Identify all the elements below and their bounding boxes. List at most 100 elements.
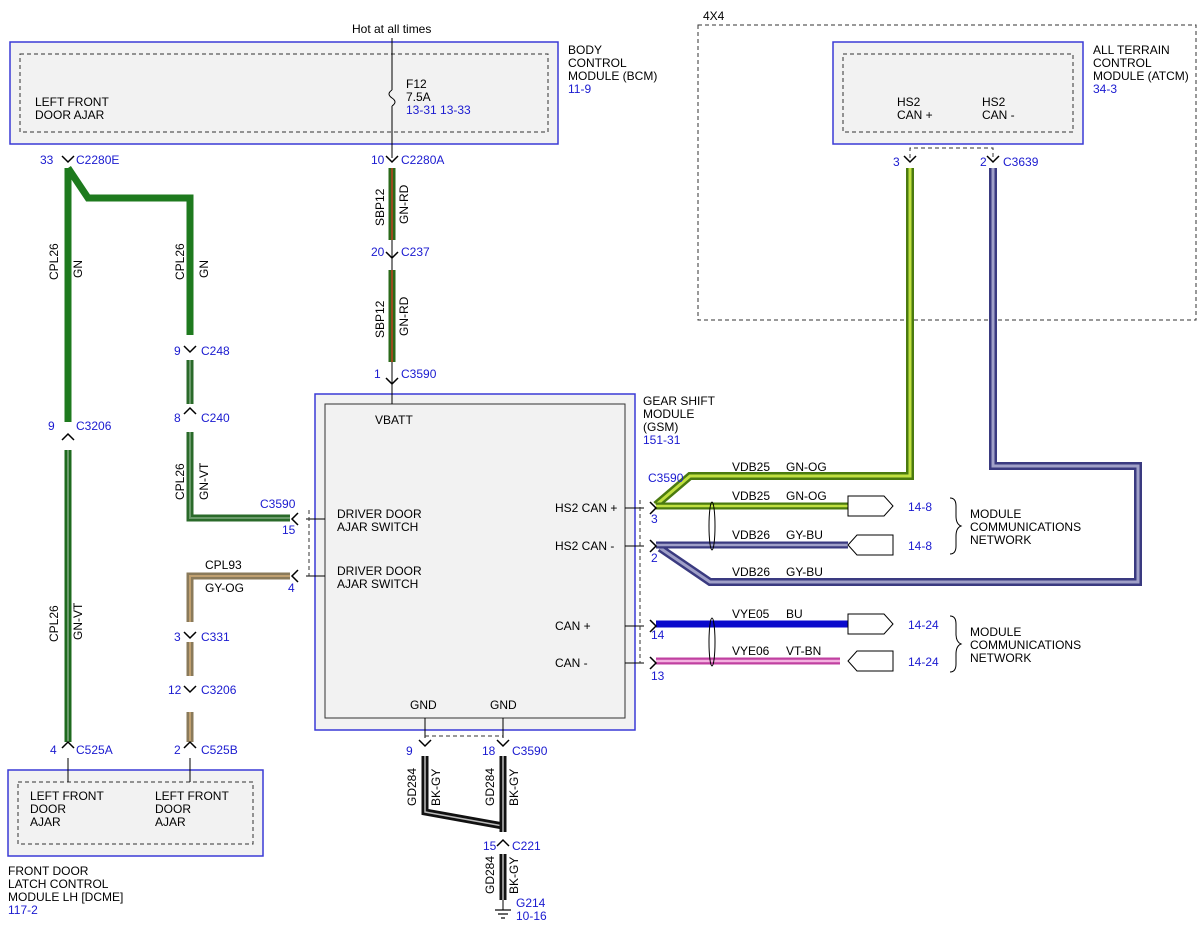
network-ref-14-8-a[interactable]: 14-8	[908, 500, 932, 514]
connector-c3590-vbatt[interactable]: C3590	[401, 367, 437, 381]
bcm-ref[interactable]: 11-9	[568, 82, 591, 96]
svg-text:CAN -: CAN -	[555, 656, 588, 670]
ground-g214[interactable]: G214	[516, 896, 546, 910]
svg-text:COMMUNICATIONS: COMMUNICATIONS	[970, 520, 1081, 534]
svg-text:(GSM): (GSM)	[643, 420, 678, 434]
network-labels: 14-8 14-8 MODULE COMMUNICATIONS NETWORK …	[908, 500, 1081, 669]
wire-vdb25-atcm[interactable]	[653, 168, 914, 509]
svg-text:CPL26: CPL26	[173, 243, 187, 280]
svg-text:GD284: GD284	[483, 856, 497, 894]
svg-text:MODULE LH [DCME]: MODULE LH [DCME]	[8, 890, 123, 904]
connector-c3639[interactable]: C3639	[1003, 155, 1039, 169]
connector-c248[interactable]: C248	[201, 344, 230, 358]
connector-c221[interactable]: C221	[512, 839, 541, 853]
connector-c3206-a[interactable]: C3206	[76, 419, 112, 433]
connector-c525b[interactable]: C525B	[201, 743, 238, 757]
connector-c3206-b[interactable]: C3206	[201, 683, 237, 697]
dcme-title: FRONT DOOR	[8, 864, 89, 878]
svg-text:VDB25: VDB25	[732, 489, 770, 503]
svg-text:3: 3	[893, 155, 900, 169]
connector-labels: 33 C2280E 10 C2280A 20 C237 1 C3590 9 C2…	[40, 153, 1039, 923]
svg-text:MODULE: MODULE	[643, 407, 694, 421]
svg-text:AJAR: AJAR	[30, 815, 61, 829]
svg-text:9: 9	[174, 344, 181, 358]
svg-text:VDB25: VDB25	[732, 460, 770, 474]
wire-cpl26-gn-left[interactable]	[64, 166, 194, 422]
svg-text:GN: GN	[197, 260, 211, 278]
connector-c2280e[interactable]: C2280E	[76, 153, 119, 167]
wire-cpl26-gnvt-to-gsm[interactable]	[186, 432, 290, 522]
svg-text:12: 12	[168, 683, 182, 697]
svg-text:AJAR SWITCH: AJAR SWITCH	[337, 520, 418, 534]
svg-text:CPL93: CPL93	[205, 558, 242, 572]
svg-text:MODULE (ATCM): MODULE (ATCM)	[1093, 69, 1189, 83]
network-arrow-icon	[847, 495, 894, 517]
connector-c525a[interactable]: C525A	[76, 743, 113, 757]
svg-text:MODULE (BCM): MODULE (BCM)	[568, 69, 657, 83]
svg-text:13: 13	[651, 669, 665, 683]
svg-text:GD284: GD284	[405, 768, 419, 806]
svg-text:2: 2	[174, 743, 181, 757]
svg-text:VDB26: VDB26	[732, 528, 770, 542]
network-arrows	[847, 495, 894, 672]
svg-text:NETWORK: NETWORK	[970, 651, 1031, 665]
svg-text:GND: GND	[490, 698, 517, 712]
svg-text:HS2: HS2	[897, 95, 921, 109]
ground-g214-ref[interactable]: 10-16	[516, 909, 547, 923]
svg-text:CAN +: CAN +	[897, 108, 933, 122]
svg-text:CPL26: CPL26	[47, 243, 61, 280]
svg-text:NETWORK: NETWORK	[970, 533, 1031, 547]
svg-text:GN-RD: GN-RD	[397, 184, 411, 224]
connector-markers	[61, 155, 1000, 847]
4x4-label: 4X4	[703, 9, 725, 23]
gsm-title: GEAR SHIFT	[643, 394, 716, 408]
connector-c2280a[interactable]: C2280A	[401, 153, 444, 167]
svg-text:DOOR: DOOR	[155, 802, 191, 816]
svg-text:3: 3	[651, 512, 658, 526]
wire-vdb26-atcm[interactable]	[657, 168, 1142, 586]
svg-text:GY-BU: GY-BU	[786, 528, 823, 542]
hot-at-all-times-label: Hot at all times	[352, 22, 431, 36]
svg-text:GD284: GD284	[483, 768, 497, 806]
connector-c240[interactable]: C240	[201, 411, 230, 425]
gsm-module: VBATT DRIVER DOOR AJAR SWITCH DRIVER DOO…	[306, 393, 716, 738]
atcm-ref[interactable]: 34-3	[1093, 82, 1117, 96]
svg-text:8: 8	[174, 411, 181, 425]
svg-text:LEFT FRONT: LEFT FRONT	[155, 789, 229, 803]
svg-text:VYE05: VYE05	[732, 607, 770, 621]
svg-text:14: 14	[651, 628, 665, 642]
svg-text:18: 18	[482, 744, 496, 758]
connector-c3590-left[interactable]: C3590	[260, 497, 296, 511]
fuse-ref[interactable]: 13-31 13-33	[406, 103, 471, 117]
svg-text:HS2 CAN -: HS2 CAN -	[555, 539, 614, 553]
svg-text:GN-VT: GN-VT	[197, 462, 211, 500]
svg-text:MODULE: MODULE	[970, 625, 1021, 639]
connector-c3590-right[interactable]: C3590	[648, 471, 684, 485]
svg-text:10: 10	[371, 153, 385, 167]
connector-c3590-gnd[interactable]: C3590	[512, 744, 548, 758]
bcm-module: LEFT FRONT DOOR AJAR BODY CONTROL MODULE…	[9, 41, 657, 145]
gsm-ref[interactable]: 151-31	[643, 433, 681, 447]
network-ref-14-24-b[interactable]: 14-24	[908, 655, 939, 669]
svg-text:4: 4	[288, 581, 295, 595]
fuse-amps: 7.5A	[406, 90, 431, 104]
svg-text:COMMUNICATIONS: COMMUNICATIONS	[970, 638, 1081, 652]
svg-text:CAN -: CAN -	[982, 108, 1015, 122]
svg-text:GND: GND	[410, 698, 437, 712]
svg-text:BU: BU	[786, 607, 803, 621]
wire-gd284-ground[interactable]	[421, 756, 511, 919]
network-ref-14-24-a[interactable]: 14-24	[908, 618, 939, 632]
connector-c237[interactable]: C237	[401, 245, 430, 259]
svg-text:LATCH CONTROL: LATCH CONTROL	[8, 877, 109, 891]
svg-text:4: 4	[50, 743, 57, 757]
bcm-pin-label: LEFT FRONT	[35, 95, 109, 109]
dcme-ref[interactable]: 117-2	[8, 903, 38, 917]
svg-text:CAN +: CAN +	[555, 619, 591, 633]
network-ref-14-8-b[interactable]: 14-8	[908, 539, 932, 553]
svg-text:BK-GY: BK-GY	[429, 769, 443, 806]
svg-text:3: 3	[174, 630, 181, 644]
wire-cpl93-gyog[interactable]	[186, 572, 290, 742]
connector-c331[interactable]: C331	[201, 630, 230, 644]
svg-text:2: 2	[651, 551, 658, 565]
